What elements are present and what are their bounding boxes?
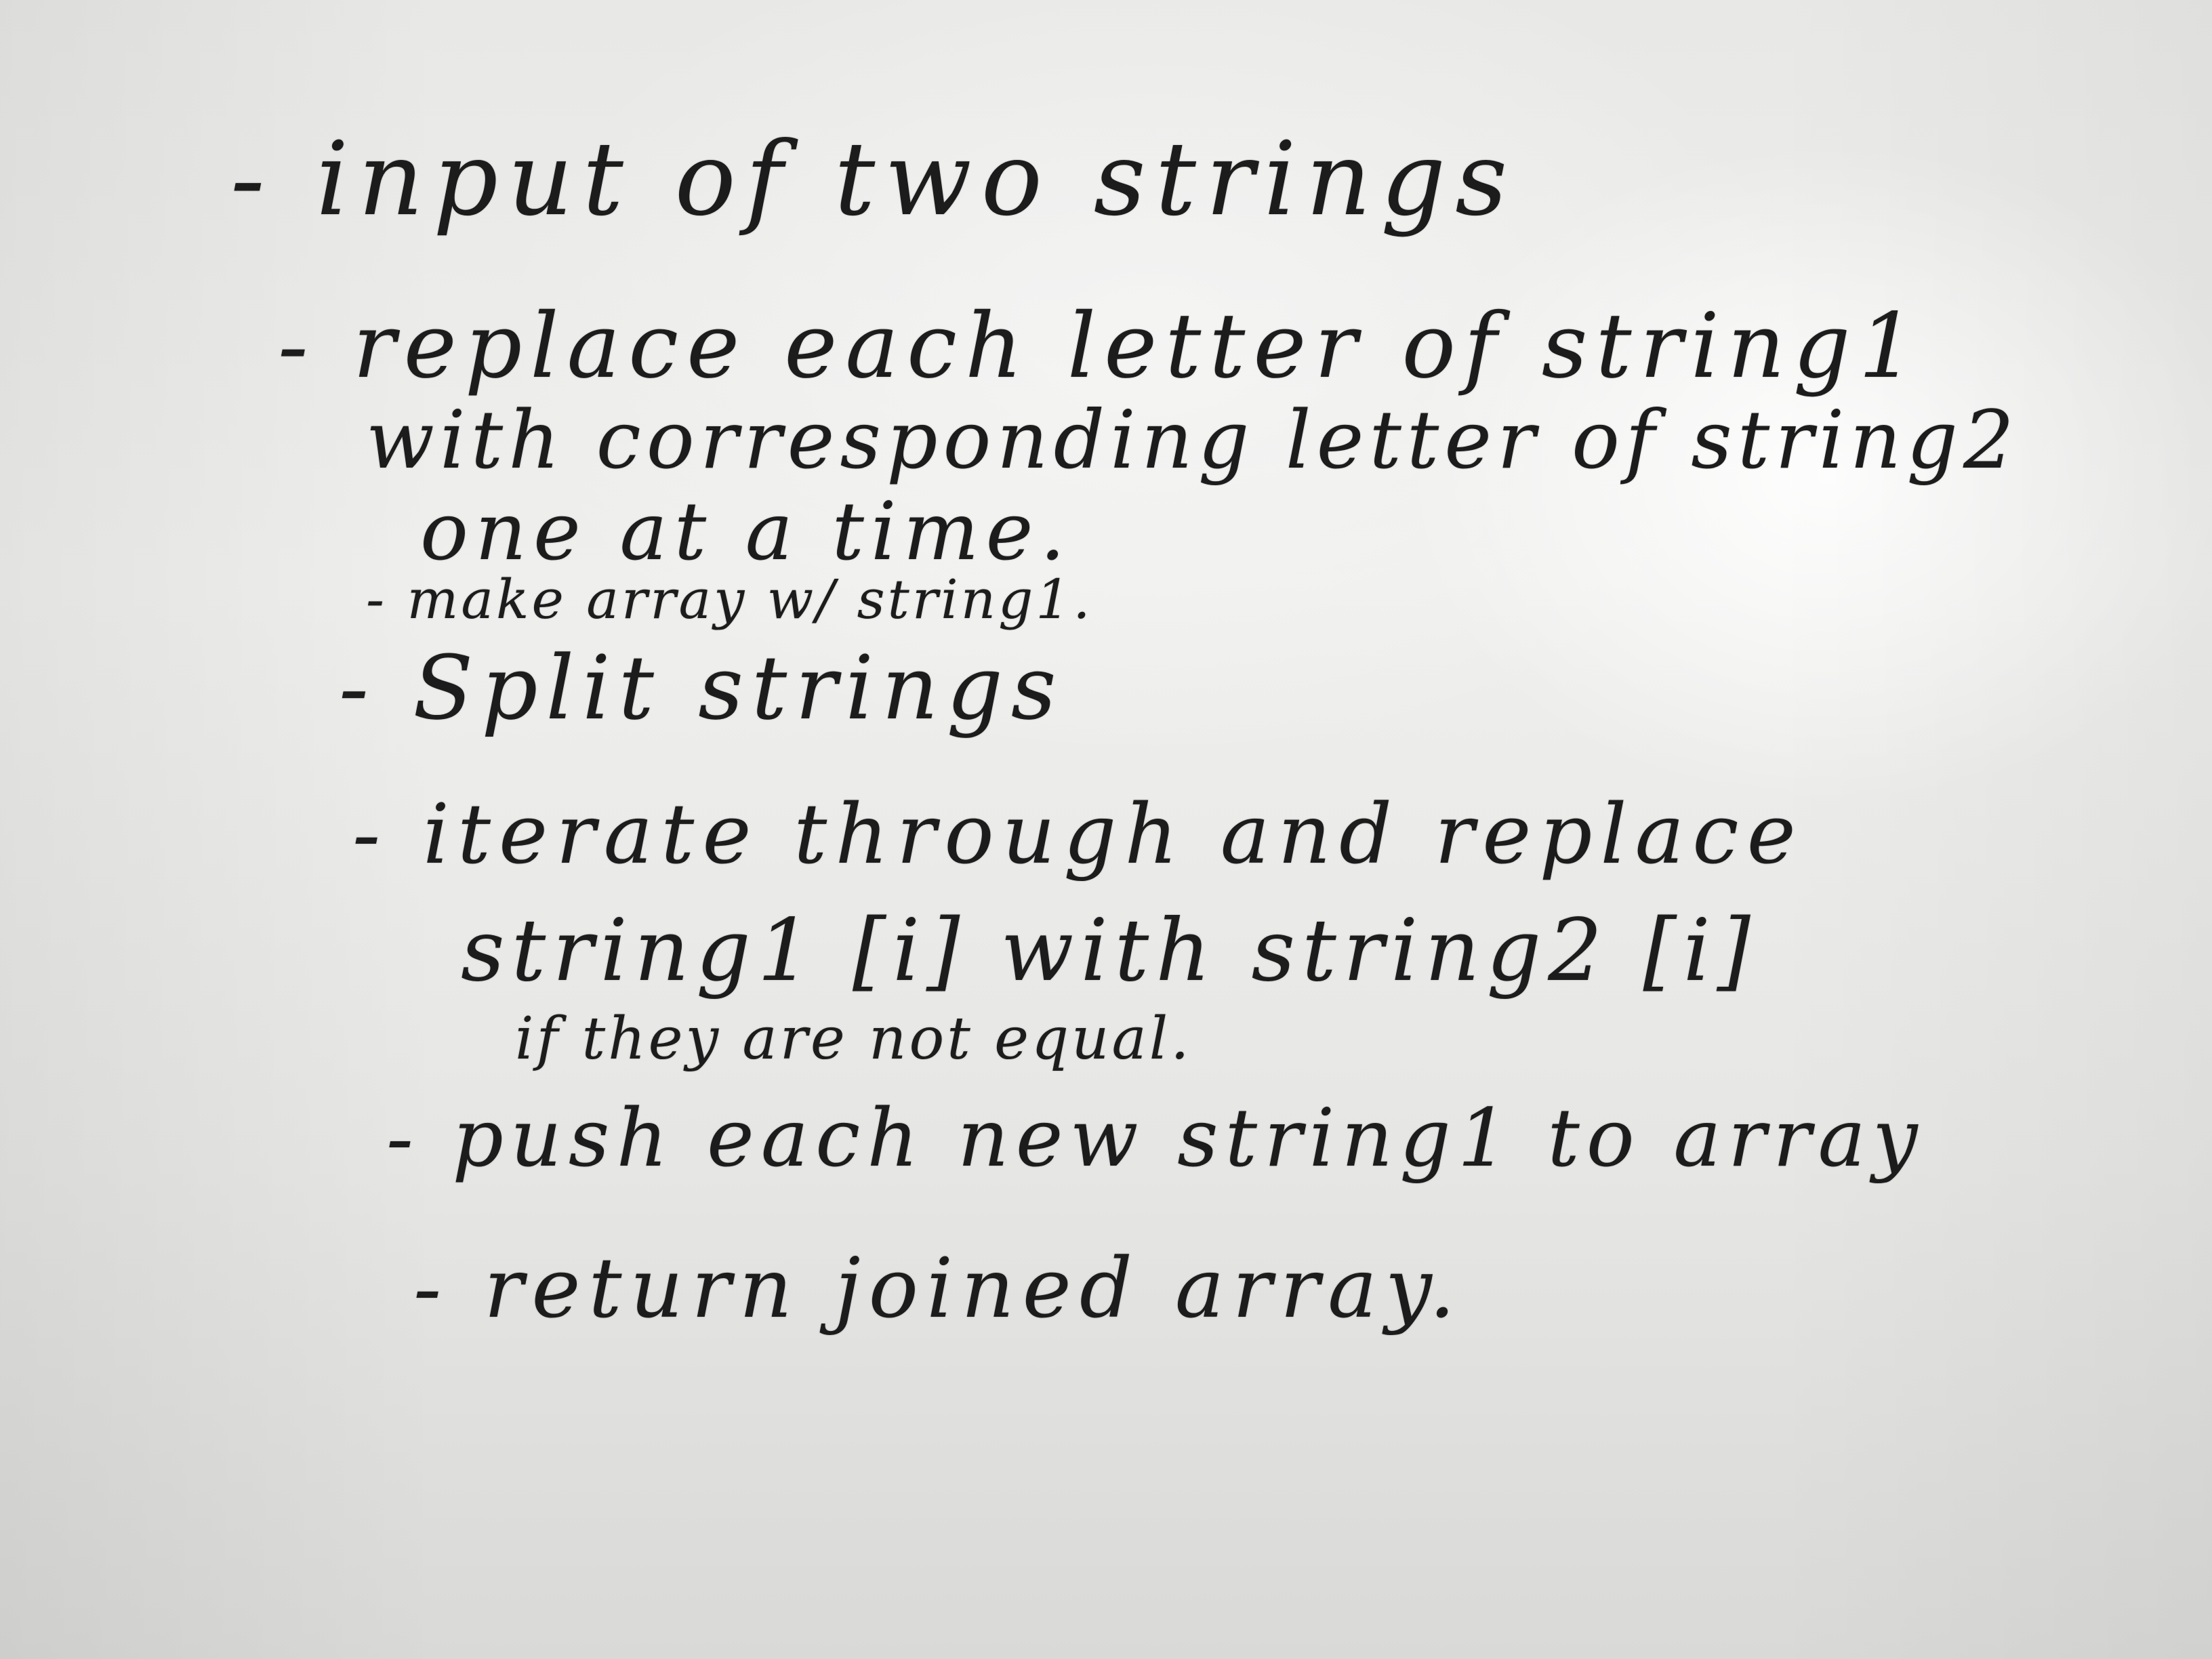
note-line: - input of two strings (230, 121, 1517, 239)
note-line: string1 [i] with string2 [i] (461, 901, 1757, 1000)
note-line: with corresponding letter of string2 (366, 393, 2020, 487)
note-line: - make array w/ string1. (366, 568, 1093, 631)
note-line: - return joined array. (413, 1240, 1464, 1336)
note-line: - push each new string1 to array (386, 1091, 1925, 1185)
note-line: - replace each letter of string1 (278, 294, 1924, 398)
note-line: - Split strings (339, 636, 1065, 739)
note-line: one at a time. (420, 485, 1072, 578)
note-line: if they are not equal. (515, 1005, 1192, 1073)
note-line: - iterate through and replace (352, 786, 1804, 882)
